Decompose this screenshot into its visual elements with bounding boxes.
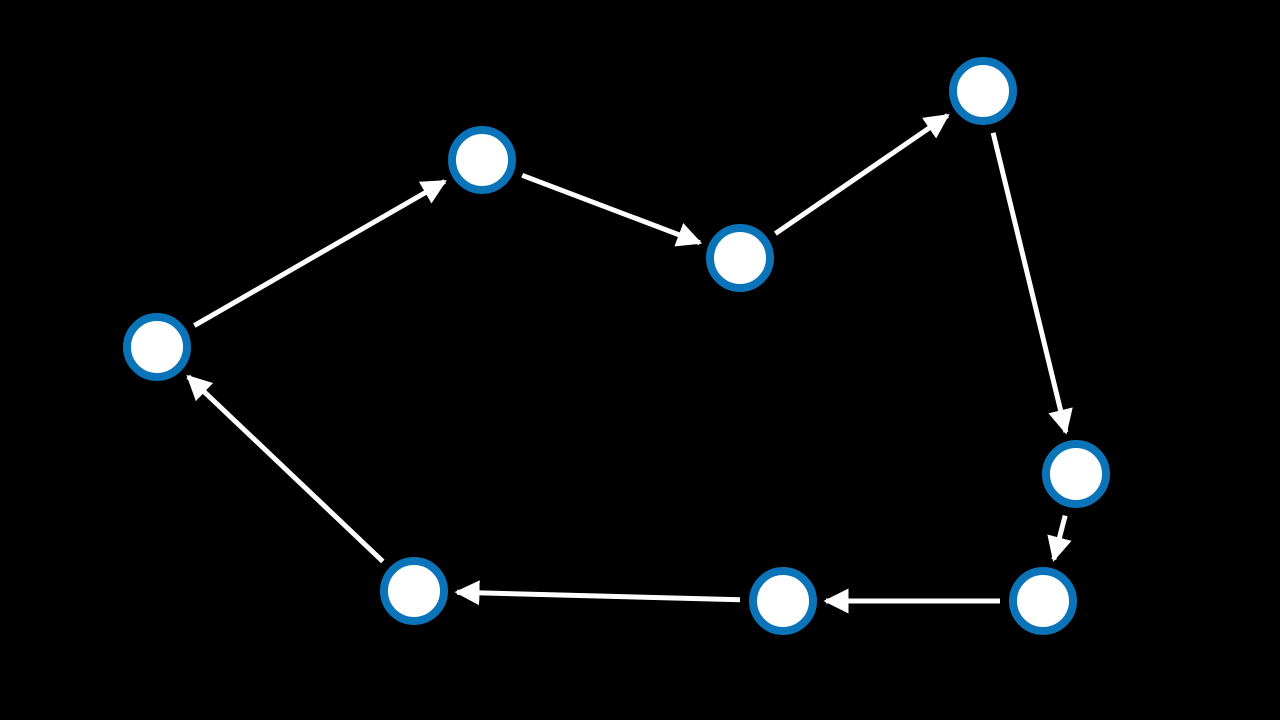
- edge-arrow-n2-to-n3: [521, 172, 703, 247]
- edge-arrow-n7-to-n8: [454, 580, 741, 606]
- edge-arrow-n3-to-n4: [773, 113, 950, 236]
- node-n7: [749, 567, 817, 635]
- edge-arrow-n5-to-n6: [1047, 514, 1072, 562]
- node-n1: [123, 313, 191, 381]
- node-n8: [380, 557, 448, 625]
- node-n2: [448, 126, 516, 194]
- edges-group: [186, 113, 1073, 614]
- node-n6: [1009, 567, 1077, 635]
- node-n5: [1042, 440, 1110, 508]
- edge-arrow-n4-to-n5: [990, 132, 1073, 435]
- nodes-group: [123, 57, 1110, 635]
- node-n4: [949, 57, 1017, 125]
- edge-arrow-n1-to-n2: [193, 179, 447, 328]
- edge-arrow-n8-to-n1: [186, 374, 385, 564]
- node-n3: [706, 224, 774, 292]
